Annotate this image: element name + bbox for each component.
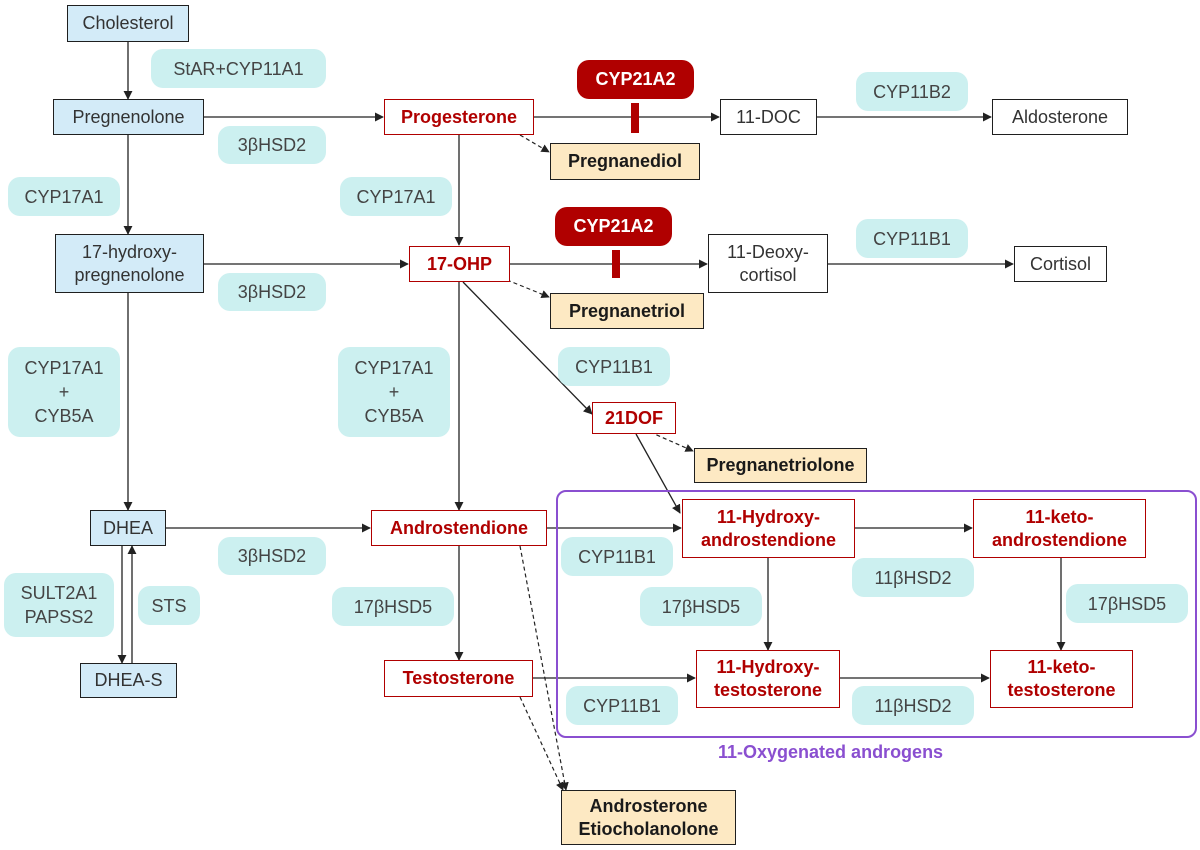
dashed-androstendione-androsterone <box>519 545 569 791</box>
androsterone-etiocholanolone-node: Androsterone Etiocholanolone <box>561 790 736 845</box>
star-cyp11a1-enzyme: StAR+CYP11A1 <box>151 49 326 88</box>
17bhsd5-enzyme-1: 17βHSD5 <box>332 587 454 626</box>
inhibition-bar-top <box>631 103 639 133</box>
cyp17a1-cyb5a-enzyme-2: CYP17A1 + CYB5A <box>338 347 450 437</box>
cyp17a1-enzyme-2: CYP17A1 <box>340 177 452 216</box>
cyp11b1-enzyme-1: CYP11B1 <box>856 219 968 258</box>
pregnenolone-node: Pregnenolone <box>53 99 204 135</box>
11-ketoandrostendione-node: 11-keto- androstendione <box>973 499 1146 558</box>
arrow-21dof-11ohandrostendione <box>635 433 681 514</box>
androstendione-node: Androstendione <box>371 510 547 546</box>
oxygenated-androgens-label: 11-Oxygenated androgens <box>718 742 944 762</box>
pregnanetriolone-node: Pregnanetriolone <box>694 448 867 483</box>
11-ketotestosterone-node: 11-keto- testosterone <box>990 650 1133 708</box>
17-hydroxypregnenolone-node: 17-hydroxy- pregnenolone <box>55 234 204 293</box>
pregnanetriol-node: Pregnanetriol <box>550 293 704 329</box>
inhibition-bar-mid <box>612 250 620 278</box>
dashed-progesterone-pregnanediol <box>519 134 550 153</box>
cholesterol-node: Cholesterol <box>67 5 189 42</box>
3bhsd2-enzyme-1: 3βHSD2 <box>218 126 326 164</box>
dashed-testosterone-androsterone <box>519 696 564 791</box>
sts-enzyme: STS <box>138 586 200 625</box>
pregnanediol-node: Pregnanediol <box>550 143 700 180</box>
cyp11b2-enzyme: CYP11B2 <box>856 72 968 111</box>
3bhsd2-enzyme-2: 3βHSD2 <box>218 273 326 311</box>
cyp21a2-block-mid: CYP21A2 <box>555 207 672 246</box>
cyp11b1-enzyme-2: CYP11B1 <box>558 347 670 386</box>
aldosterone-node: Aldosterone <box>992 99 1128 135</box>
cyp17a1-cyb5a-enzyme-1: CYP17A1 + CYB5A <box>8 347 120 437</box>
17bhsd5-enzyme-3: 17βHSD5 <box>1066 584 1188 623</box>
11-hydroxytestosterone-node: 11-Hydroxy- testosterone <box>696 650 840 708</box>
cyp17a1-enzyme-1: CYP17A1 <box>8 177 120 216</box>
dhea-s-node: DHEA-S <box>80 663 177 698</box>
cyp21a2-block-top: CYP21A2 <box>577 60 694 99</box>
cyp11b1-enzyme-4: CYP11B1 <box>566 686 678 725</box>
11-hydroxyandrostendione-node: 11-Hydroxy- androstendione <box>682 499 855 558</box>
11bhsd2-enzyme-1: 11βHSD2 <box>852 558 974 597</box>
21dof-node: 21DOF <box>592 402 676 434</box>
oxygenated-androgens-group <box>556 490 1197 738</box>
progesterone-node: Progesterone <box>384 99 534 135</box>
17bhsd5-enzyme-2: 17βHSD5 <box>640 587 762 626</box>
arrow-17ohp-21dof <box>462 281 593 415</box>
11bhsd2-enzyme-2: 11βHSD2 <box>852 686 974 725</box>
testosterone-node: Testosterone <box>384 660 533 697</box>
dashed-21dof-pregnanetriolone <box>649 431 694 452</box>
17-ohp-node: 17-OHP <box>409 246 510 282</box>
sult2a1-papss2-enzyme: SULT2A1 PAPSS2 <box>4 573 114 637</box>
cortisol-node: Cortisol <box>1014 246 1107 282</box>
3bhsd2-enzyme-3: 3βHSD2 <box>218 537 326 575</box>
dashed-17ohp-pregnanetriol <box>506 279 550 299</box>
cyp11b1-enzyme-3: CYP11B1 <box>561 537 673 576</box>
dhea-node: DHEA <box>90 510 166 546</box>
11-deoxycortisol-node: 11-Deoxy- cortisol <box>708 234 828 293</box>
11-doc-node: 11-DOC <box>720 99 817 135</box>
